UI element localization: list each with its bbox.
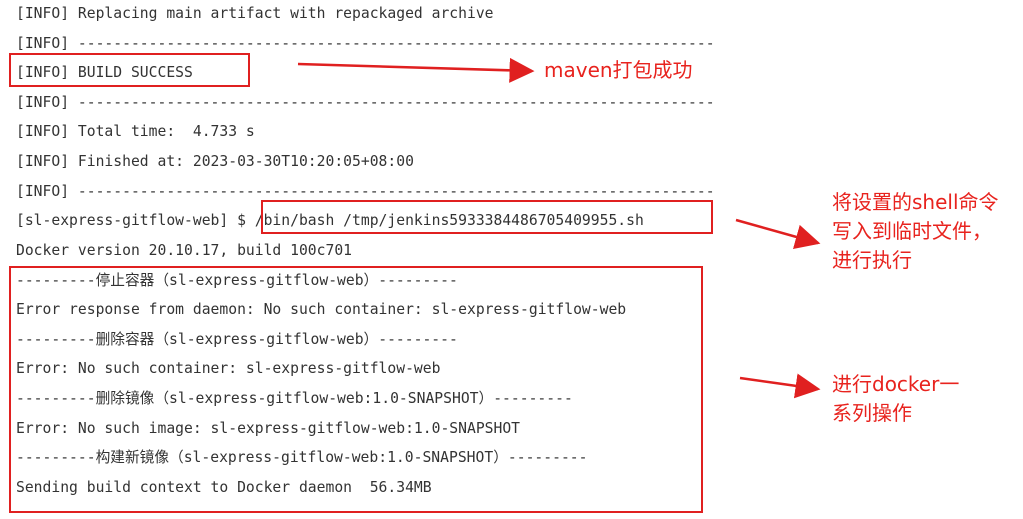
arrow-shell-command	[735, 218, 821, 249]
log-line: [INFO] Finished at: 2023-03-30T10:20:05+…	[16, 153, 414, 170]
arrow-docker-steps	[739, 373, 821, 399]
log-line: [INFO] Total time: 4.733 s	[16, 123, 255, 140]
note-shell-script: 将设置的shell命令 写入到临时文件， 进行执行	[832, 190, 999, 272]
log-line: Sending build context to Docker daemon 5…	[16, 479, 432, 496]
log-line: [INFO] BUILD SUCCESS	[16, 64, 193, 81]
log-line: [INFO] Replacing main artifact with repa…	[16, 5, 494, 22]
log-line: [INFO] ---------------------------------…	[16, 94, 715, 111]
log-line: Error response from daemon: No such cont…	[16, 301, 627, 318]
log-line: Error: No such image: sl-express-gitflow…	[16, 420, 521, 437]
arrow-build-success	[297, 57, 535, 83]
highlight-docker-steps	[9, 266, 703, 513]
note-docker-ops: 进行docker一 系列操作	[832, 372, 960, 425]
log-line: Error: No such container: sl-express-git…	[16, 360, 441, 377]
log-line: [INFO] ---------------------------------…	[16, 183, 715, 200]
log-line: Docker version 20.10.17, build 100c701	[16, 242, 353, 259]
log-line: [sl-express-gitflow-web] $ /bin/bash /tm…	[16, 212, 644, 229]
log-line: ---------停止容器（sl-express-gitflow-web）---…	[16, 272, 458, 289]
note-build-success: maven打包成功	[544, 58, 693, 82]
log-line: ---------删除镜像（sl-express-gitflow-web:1.0…	[16, 390, 573, 407]
highlight-build-success	[9, 53, 250, 87]
log-line: ---------删除容器（sl-express-gitflow-web）---…	[16, 331, 458, 348]
log-line: ---------构建新镜像（sl-express-gitflow-web:1.…	[16, 449, 588, 466]
highlight-shell-command	[261, 200, 713, 234]
log-line: [INFO] ---------------------------------…	[16, 35, 715, 52]
